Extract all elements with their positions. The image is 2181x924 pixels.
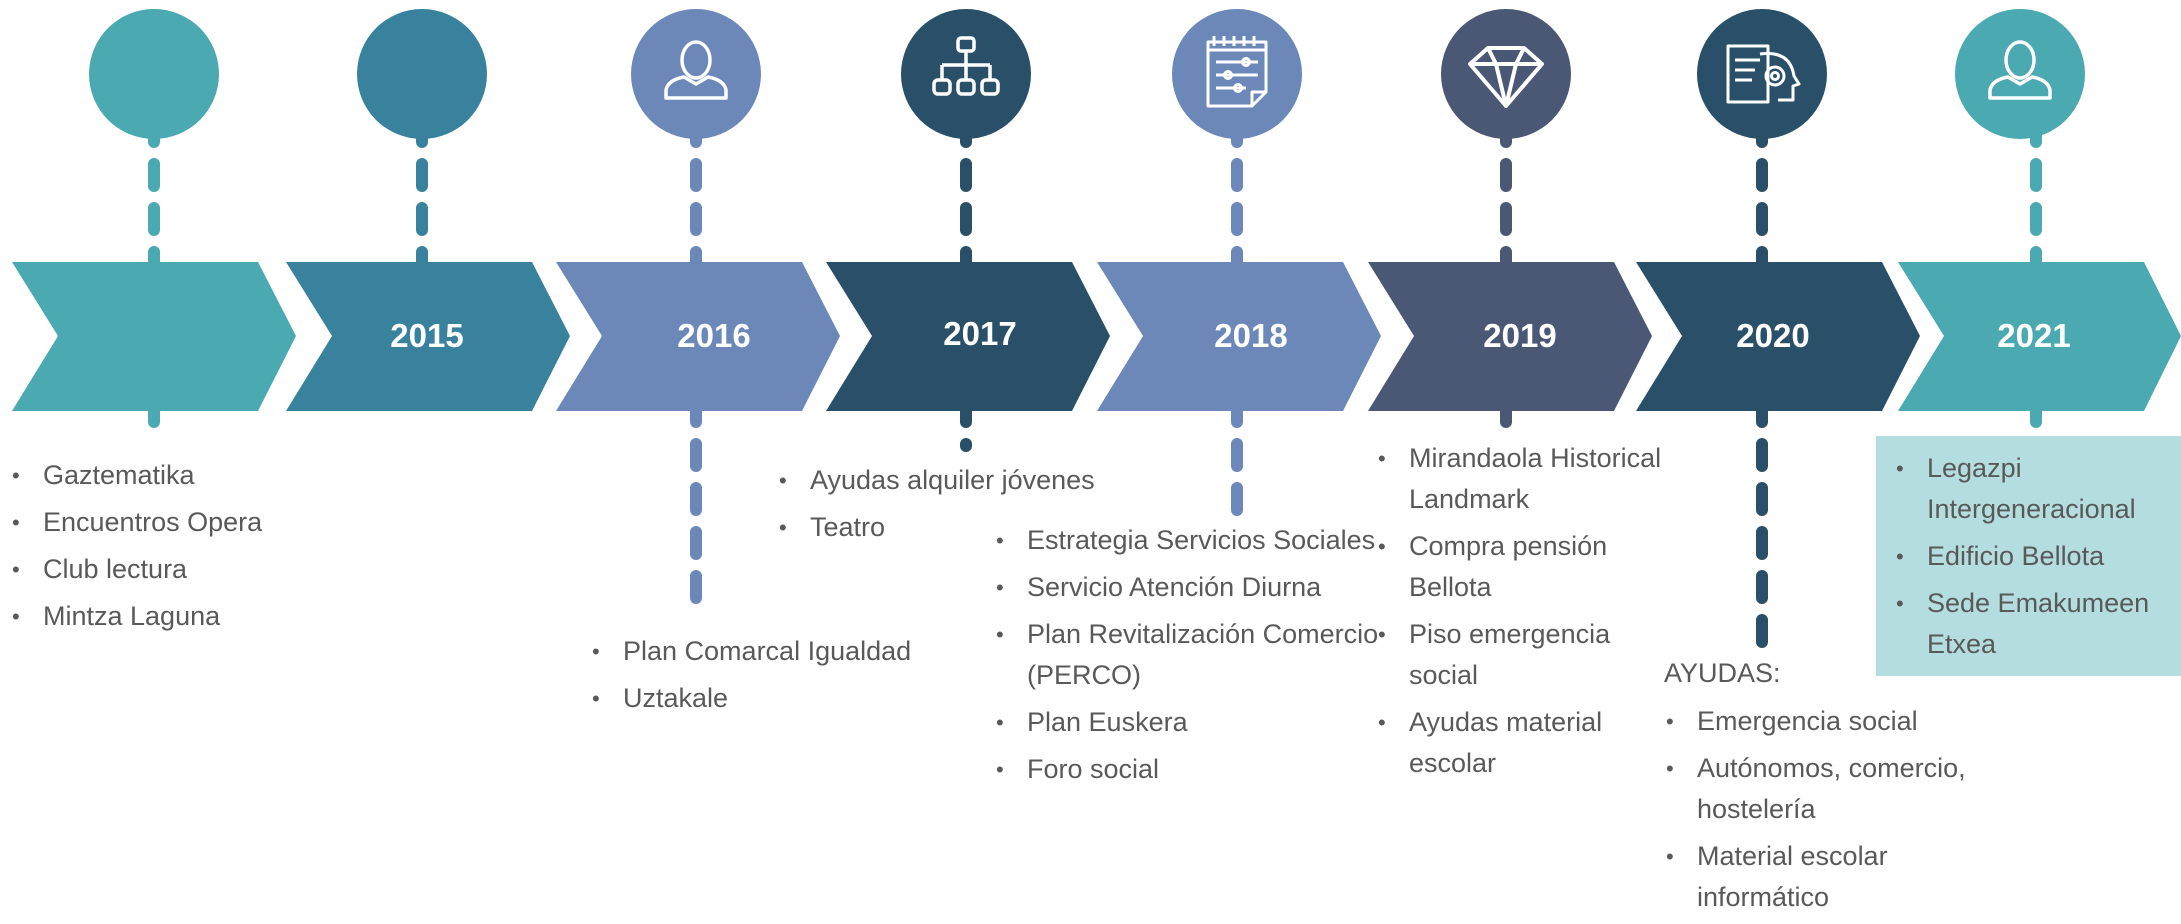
list-item: Material escolar informático	[1666, 836, 1986, 918]
list-item: Autónomos, comercio, hostelería	[1666, 748, 1986, 830]
chevron-3	[826, 262, 1110, 411]
year-label-4: 2018	[1214, 317, 1287, 354]
circle-2	[631, 9, 761, 139]
chevron-1	[286, 262, 570, 411]
list-item: Mirandaola Historical Landmark	[1378, 438, 1678, 520]
chevron-6	[1636, 262, 1920, 411]
items-list-5: Mirandaola Historical Landmark Compra pe…	[1378, 438, 1678, 790]
year-label-2: 2016	[677, 317, 750, 354]
year-labels: 2015 2016 2017 2018 2019 2020 2021	[390, 315, 2070, 354]
checklist-icon	[1206, 36, 1268, 108]
list-item: Emergencia social	[1666, 701, 1986, 742]
list-item: Plan Revitalización Comercio (PERCO)	[996, 614, 1416, 696]
list-item: Club lectura	[12, 549, 302, 590]
list-item: Foro social	[996, 749, 1416, 790]
list-item: Servicio Atención Diurna	[996, 567, 1416, 608]
chevron-0	[12, 262, 296, 411]
year-label-1: 2015	[390, 317, 463, 354]
list-item: Legazpi Intergeneracional	[1896, 448, 2176, 530]
items-list-4: Estrategia Servicios Sociales Servicio A…	[996, 520, 1416, 796]
icon-circles	[89, 9, 2085, 139]
circle-5	[1441, 9, 1571, 139]
year-label-7: 2021	[1997, 317, 2070, 354]
list-item: Encuentros Opera	[12, 502, 302, 543]
items-list-7: Legazpi Intergeneracional Edificio Bello…	[1896, 448, 2176, 671]
circle-1	[357, 9, 487, 139]
list-item: Sede Emakumeen Etxea	[1896, 583, 2176, 665]
chevrons	[12, 262, 2181, 411]
items-list-6: Emergencia social Autónomos, comercio, h…	[1666, 701, 1986, 924]
items-list-3: Ayudas alquiler jóvenes Teatro	[779, 460, 1139, 554]
chevron-5	[1368, 262, 1652, 411]
items-list-0: Gaztematika Encuentros Opera Club lectur…	[12, 455, 302, 643]
list-item: Ayudas material escolar	[1378, 702, 1678, 784]
list-item: Estrategia Servicios Sociales	[996, 520, 1416, 561]
circle-0	[89, 9, 219, 139]
items-list-2: Plan Comarcal Igualdad Uztakale	[592, 631, 952, 725]
list-item: Compra pensión Bellota	[1378, 526, 1678, 608]
person-icon	[664, 40, 728, 100]
circle-6	[1697, 9, 1827, 139]
list-item: Gaztematika	[12, 455, 302, 496]
list-item: Plan Euskera	[996, 702, 1416, 743]
list-item: Teatro	[779, 507, 1139, 548]
ayudas-heading: AYUDAS:	[1664, 658, 1781, 688]
head-gear-icon	[1726, 44, 1801, 104]
chevron-4	[1097, 262, 1381, 411]
list-item: Ayudas alquiler jóvenes	[779, 460, 1139, 501]
chevron-2	[556, 262, 840, 411]
circle-7	[1955, 9, 2085, 139]
year-label-6: 2020	[1736, 317, 1809, 354]
list-item: Edificio Bellota	[1896, 536, 2176, 577]
year-label-5: 2019	[1483, 317, 1556, 354]
year-label-3: 2017	[943, 315, 1016, 352]
chevron-7	[1898, 262, 2181, 411]
list-item: Uztakale	[592, 678, 952, 719]
diamond-icon	[1468, 46, 1544, 108]
list-item: Plan Comarcal Igualdad	[592, 631, 952, 672]
list-item: Mintza Laguna	[12, 596, 302, 637]
person-icon	[1988, 40, 2052, 100]
org-chart-icon	[932, 36, 1000, 96]
list-item: Piso emergencia social	[1378, 614, 1678, 696]
